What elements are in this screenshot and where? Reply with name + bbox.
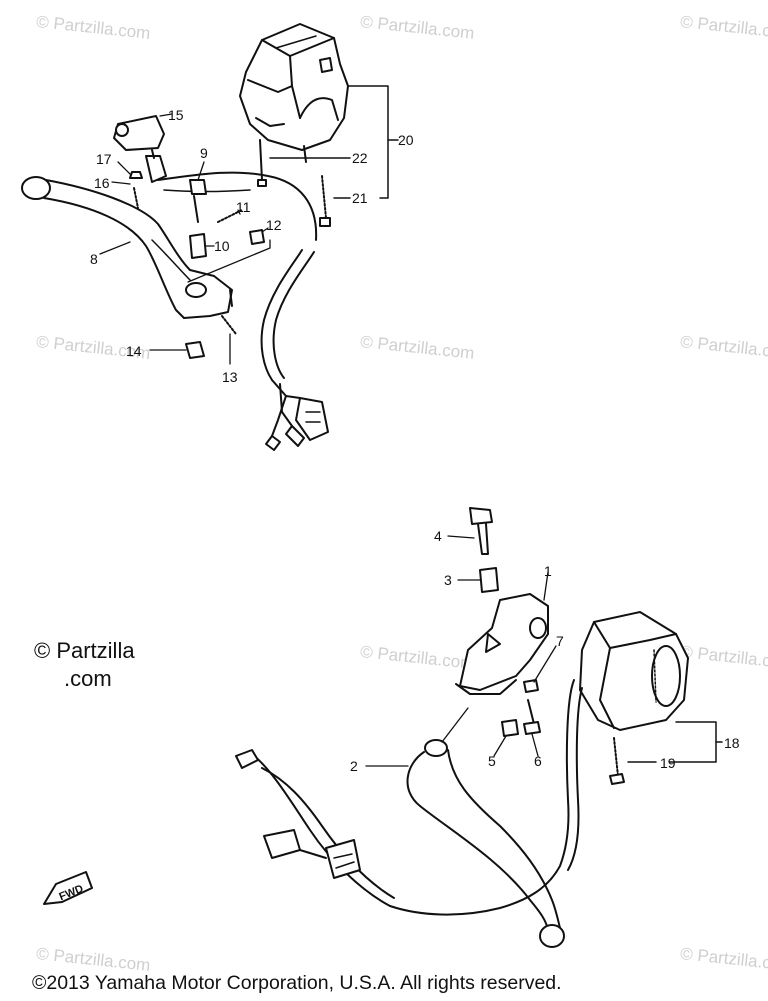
callout-19: 19 <box>660 755 676 771</box>
bolt-11 <box>217 209 243 223</box>
callout-6: 6 <box>534 753 542 769</box>
callout-bracket-20 <box>347 85 389 199</box>
brand-line-1: © Partzilla <box>34 638 135 663</box>
clutch-lever <box>21 176 233 319</box>
callout-3: 3 <box>444 572 452 588</box>
collar-10 <box>189 233 207 259</box>
callout-13: 13 <box>222 369 238 385</box>
partzilla-brand: © Partzilla .com <box>34 640 135 690</box>
callout-9: 9 <box>200 145 208 161</box>
callout-7: 7 <box>556 633 564 649</box>
callout-15: 15 <box>168 107 184 123</box>
lever-holder-1 <box>455 593 549 695</box>
callout-17: 17 <box>96 151 112 167</box>
callout-bracket-18 <box>669 721 717 763</box>
fwd-arrow-icon <box>43 871 93 905</box>
screw-21 <box>321 175 327 219</box>
callout-4: 4 <box>434 528 442 544</box>
screw-19 <box>613 737 619 777</box>
bolt-4 <box>469 507 493 555</box>
nut-7 <box>523 679 539 693</box>
callout-18: 18 <box>724 735 740 751</box>
callout-11: 11 <box>236 199 251 215</box>
collar-3 <box>479 567 499 593</box>
switch-wire <box>157 171 318 241</box>
nut-5 <box>501 719 519 737</box>
nut-9 <box>189 179 207 195</box>
screw-16 <box>133 187 139 209</box>
callout-8: 8 <box>90 251 98 267</box>
bolt-6 <box>527 699 535 725</box>
brand-line-2: .com <box>64 666 112 691</box>
nut-12 <box>249 229 265 245</box>
callout-leaders-bottom <box>365 535 557 767</box>
left-switch-housing <box>239 23 349 163</box>
clutch-switch <box>113 115 167 183</box>
screw-22 <box>259 139 263 181</box>
spring-13 <box>221 315 237 335</box>
copyright-notice: ©2013 Yamaha Motor Corporation, U.S.A. A… <box>32 972 562 994</box>
callout-21: 21 <box>352 190 368 206</box>
left-switch-harness <box>260 249 329 451</box>
washer-17 <box>129 171 143 179</box>
callout-20: 20 <box>398 132 414 148</box>
callout-2: 2 <box>350 758 358 774</box>
callout-leaders-top <box>99 113 271 365</box>
brake-lever <box>406 739 565 948</box>
bolt-9 <box>193 195 199 223</box>
right-switch-harness <box>389 679 575 916</box>
callout-14: 14 <box>126 343 142 359</box>
callout-10: 10 <box>214 238 230 254</box>
callout-16: 16 <box>94 175 110 191</box>
brake-switch-connectors <box>235 749 361 879</box>
callout-22: 22 <box>352 150 368 166</box>
callout-1: 1 <box>544 563 552 579</box>
callout-5: 5 <box>488 753 496 769</box>
callout-12: 12 <box>266 217 282 233</box>
nut-14 <box>185 341 205 359</box>
right-switch-housing <box>579 611 689 731</box>
